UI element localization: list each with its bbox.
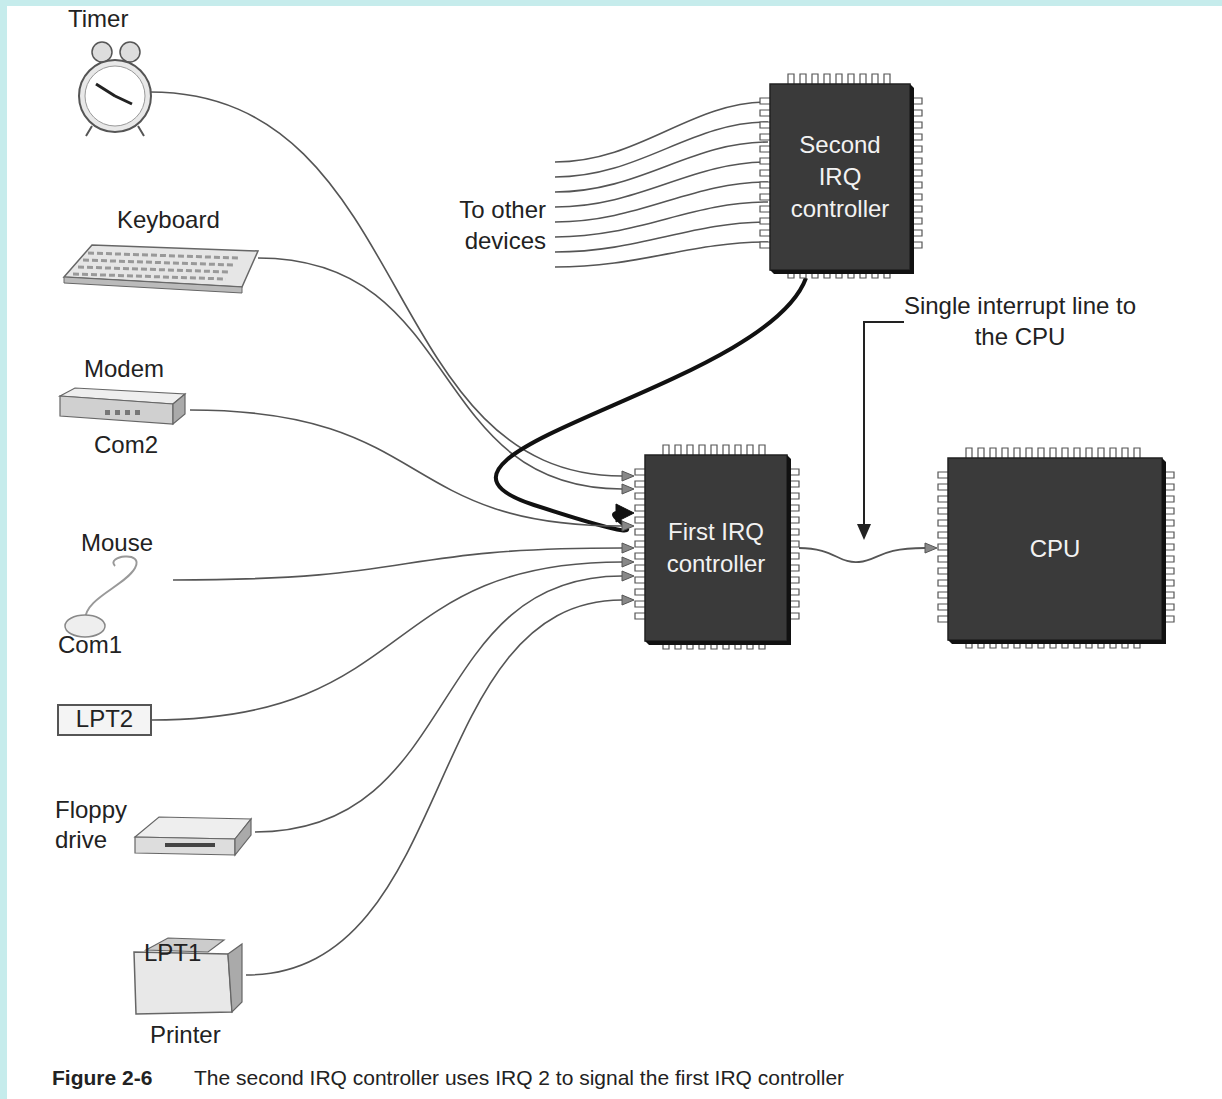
interrupt-wire bbox=[799, 543, 937, 562]
node-label: CPU bbox=[956, 533, 1154, 565]
interrupt-wire bbox=[190, 410, 634, 531]
keyboard-device: Keyboard bbox=[62, 205, 258, 295]
modem-device: ModemCom2 bbox=[55, 354, 190, 462]
irq-controller-chip: First IRQ controller bbox=[645, 455, 787, 641]
interrupt-wire bbox=[255, 571, 634, 832]
node-label: Timer bbox=[68, 4, 128, 34]
mouse-device: MouseCom1 bbox=[55, 528, 173, 662]
interrupt-wire bbox=[246, 595, 634, 975]
figure-number: Figure 2-6 bbox=[52, 1062, 182, 1093]
floppy-device: Floppy drive bbox=[55, 795, 255, 861]
interrupt-wire bbox=[258, 258, 634, 494]
node-label: LPT1 bbox=[144, 938, 201, 968]
other-device-wires bbox=[555, 102, 768, 267]
irq-controller-chip-shape bbox=[645, 455, 787, 641]
cpu-chip: CPU bbox=[948, 458, 1162, 640]
figure-caption: The second IRQ controller uses IRQ 2 to … bbox=[194, 1062, 844, 1093]
interrupt-wire bbox=[173, 543, 634, 580]
node-label: Floppy drive bbox=[55, 795, 133, 855]
frame-strip bbox=[0, 0, 7, 1099]
node-label: Mouse bbox=[81, 528, 153, 558]
node-label: Keyboard bbox=[117, 205, 220, 235]
node-label: Com2 bbox=[94, 430, 158, 460]
interrupt-wire bbox=[152, 557, 634, 720]
irq-controller-chip: Second IRQ controller bbox=[770, 84, 910, 270]
node-label: First IRQ controller bbox=[653, 516, 779, 580]
leader-line bbox=[857, 322, 904, 540]
annotation-text: Single interrupt line to the CPU bbox=[900, 290, 1140, 352]
annotation-text: To other devices bbox=[430, 194, 546, 256]
node-label: Second IRQ controller bbox=[778, 129, 902, 225]
node-label: Modem bbox=[84, 354, 164, 384]
node-label: Printer bbox=[150, 1020, 221, 1050]
node-label: LPT2 bbox=[57, 705, 152, 733]
port-box: LPT2 bbox=[57, 704, 152, 736]
printer-device: LPT1Printer bbox=[128, 934, 246, 1052]
node-label: Com1 bbox=[58, 630, 122, 660]
frame-strip bbox=[0, 0, 1222, 6]
timer-device: Timer bbox=[52, 4, 150, 140]
